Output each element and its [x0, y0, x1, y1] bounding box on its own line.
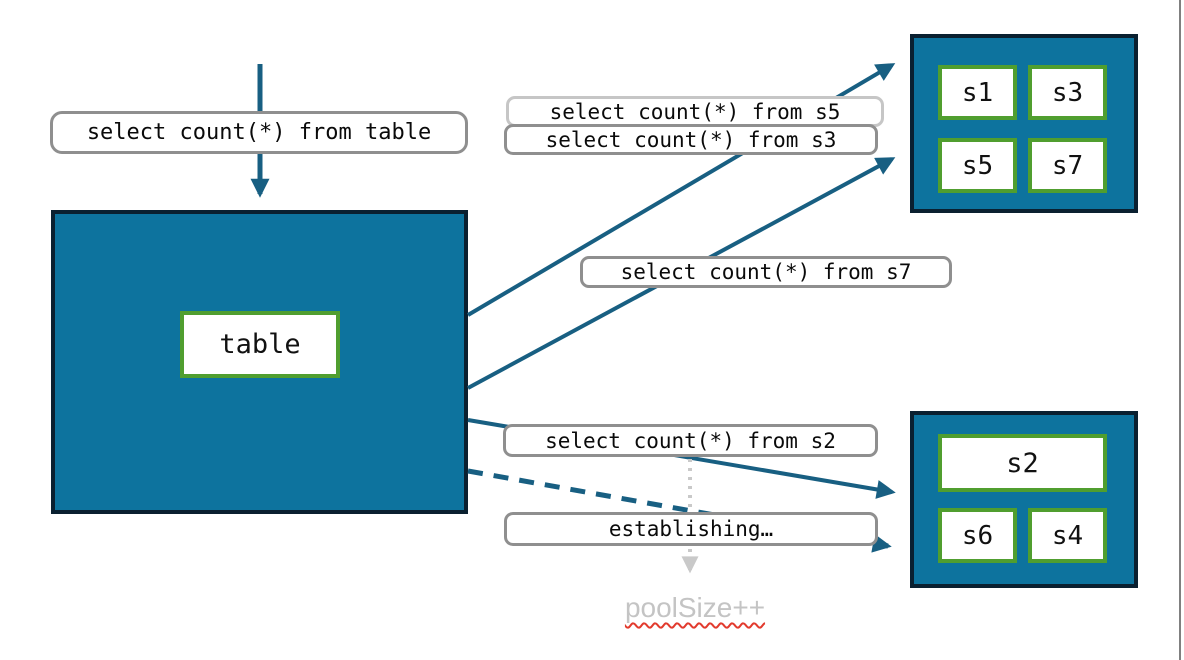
- table-node: table: [51, 210, 468, 514]
- query-label-text: select count(*) from s5: [549, 99, 841, 124]
- table-cell: table: [180, 311, 340, 378]
- shard-group-bottom: s2 s6 s4: [910, 411, 1138, 588]
- shard-label: s4: [1051, 520, 1084, 551]
- arrow-establishing-dashed: [467, 468, 892, 553]
- shard-label: s1: [961, 77, 994, 108]
- shard-cell-s1: s1: [938, 65, 1017, 120]
- shard-cell-s4: s4: [1028, 508, 1107, 563]
- shard-group-top: s1 s3 s5 s7: [910, 34, 1138, 213]
- query-label-s7: select count(*) from s7: [580, 256, 952, 288]
- shard-label: s2: [1006, 447, 1039, 479]
- shard-cell-s7: s7: [1028, 138, 1107, 193]
- query-label-text: establishing…: [608, 517, 774, 541]
- shard-cell-s2: s2: [938, 434, 1107, 492]
- shard-label: s6: [961, 520, 994, 551]
- query-label-s2: select count(*) from s2: [503, 424, 878, 457]
- query-label-text: select count(*) from s3: [545, 127, 837, 152]
- pool-size-note: poolSize++: [600, 592, 790, 624]
- label-establishing: establishing…: [504, 512, 878, 546]
- shard-label: s5: [961, 150, 994, 181]
- shard-cell-s5: s5: [938, 138, 1017, 193]
- query-label-text: select count(*) from s2: [545, 428, 836, 453]
- table-label: table: [219, 329, 301, 360]
- shard-label: s7: [1051, 150, 1084, 181]
- query-label-text: select count(*) from s7: [620, 260, 912, 284]
- shard-label: s3: [1051, 77, 1084, 108]
- pool-size-text: poolSize++: [624, 592, 766, 623]
- query-label-s3: select count(*) from s3: [504, 124, 878, 155]
- query-label-s5: select count(*) from s5: [506, 96, 884, 127]
- query-label-table: select count(*) from table: [50, 111, 468, 154]
- shard-cell-s3: s3: [1028, 65, 1107, 120]
- window-edge-line: [1179, 0, 1181, 660]
- shard-cell-s6: s6: [938, 508, 1017, 563]
- query-label-text: select count(*) from table: [86, 120, 432, 145]
